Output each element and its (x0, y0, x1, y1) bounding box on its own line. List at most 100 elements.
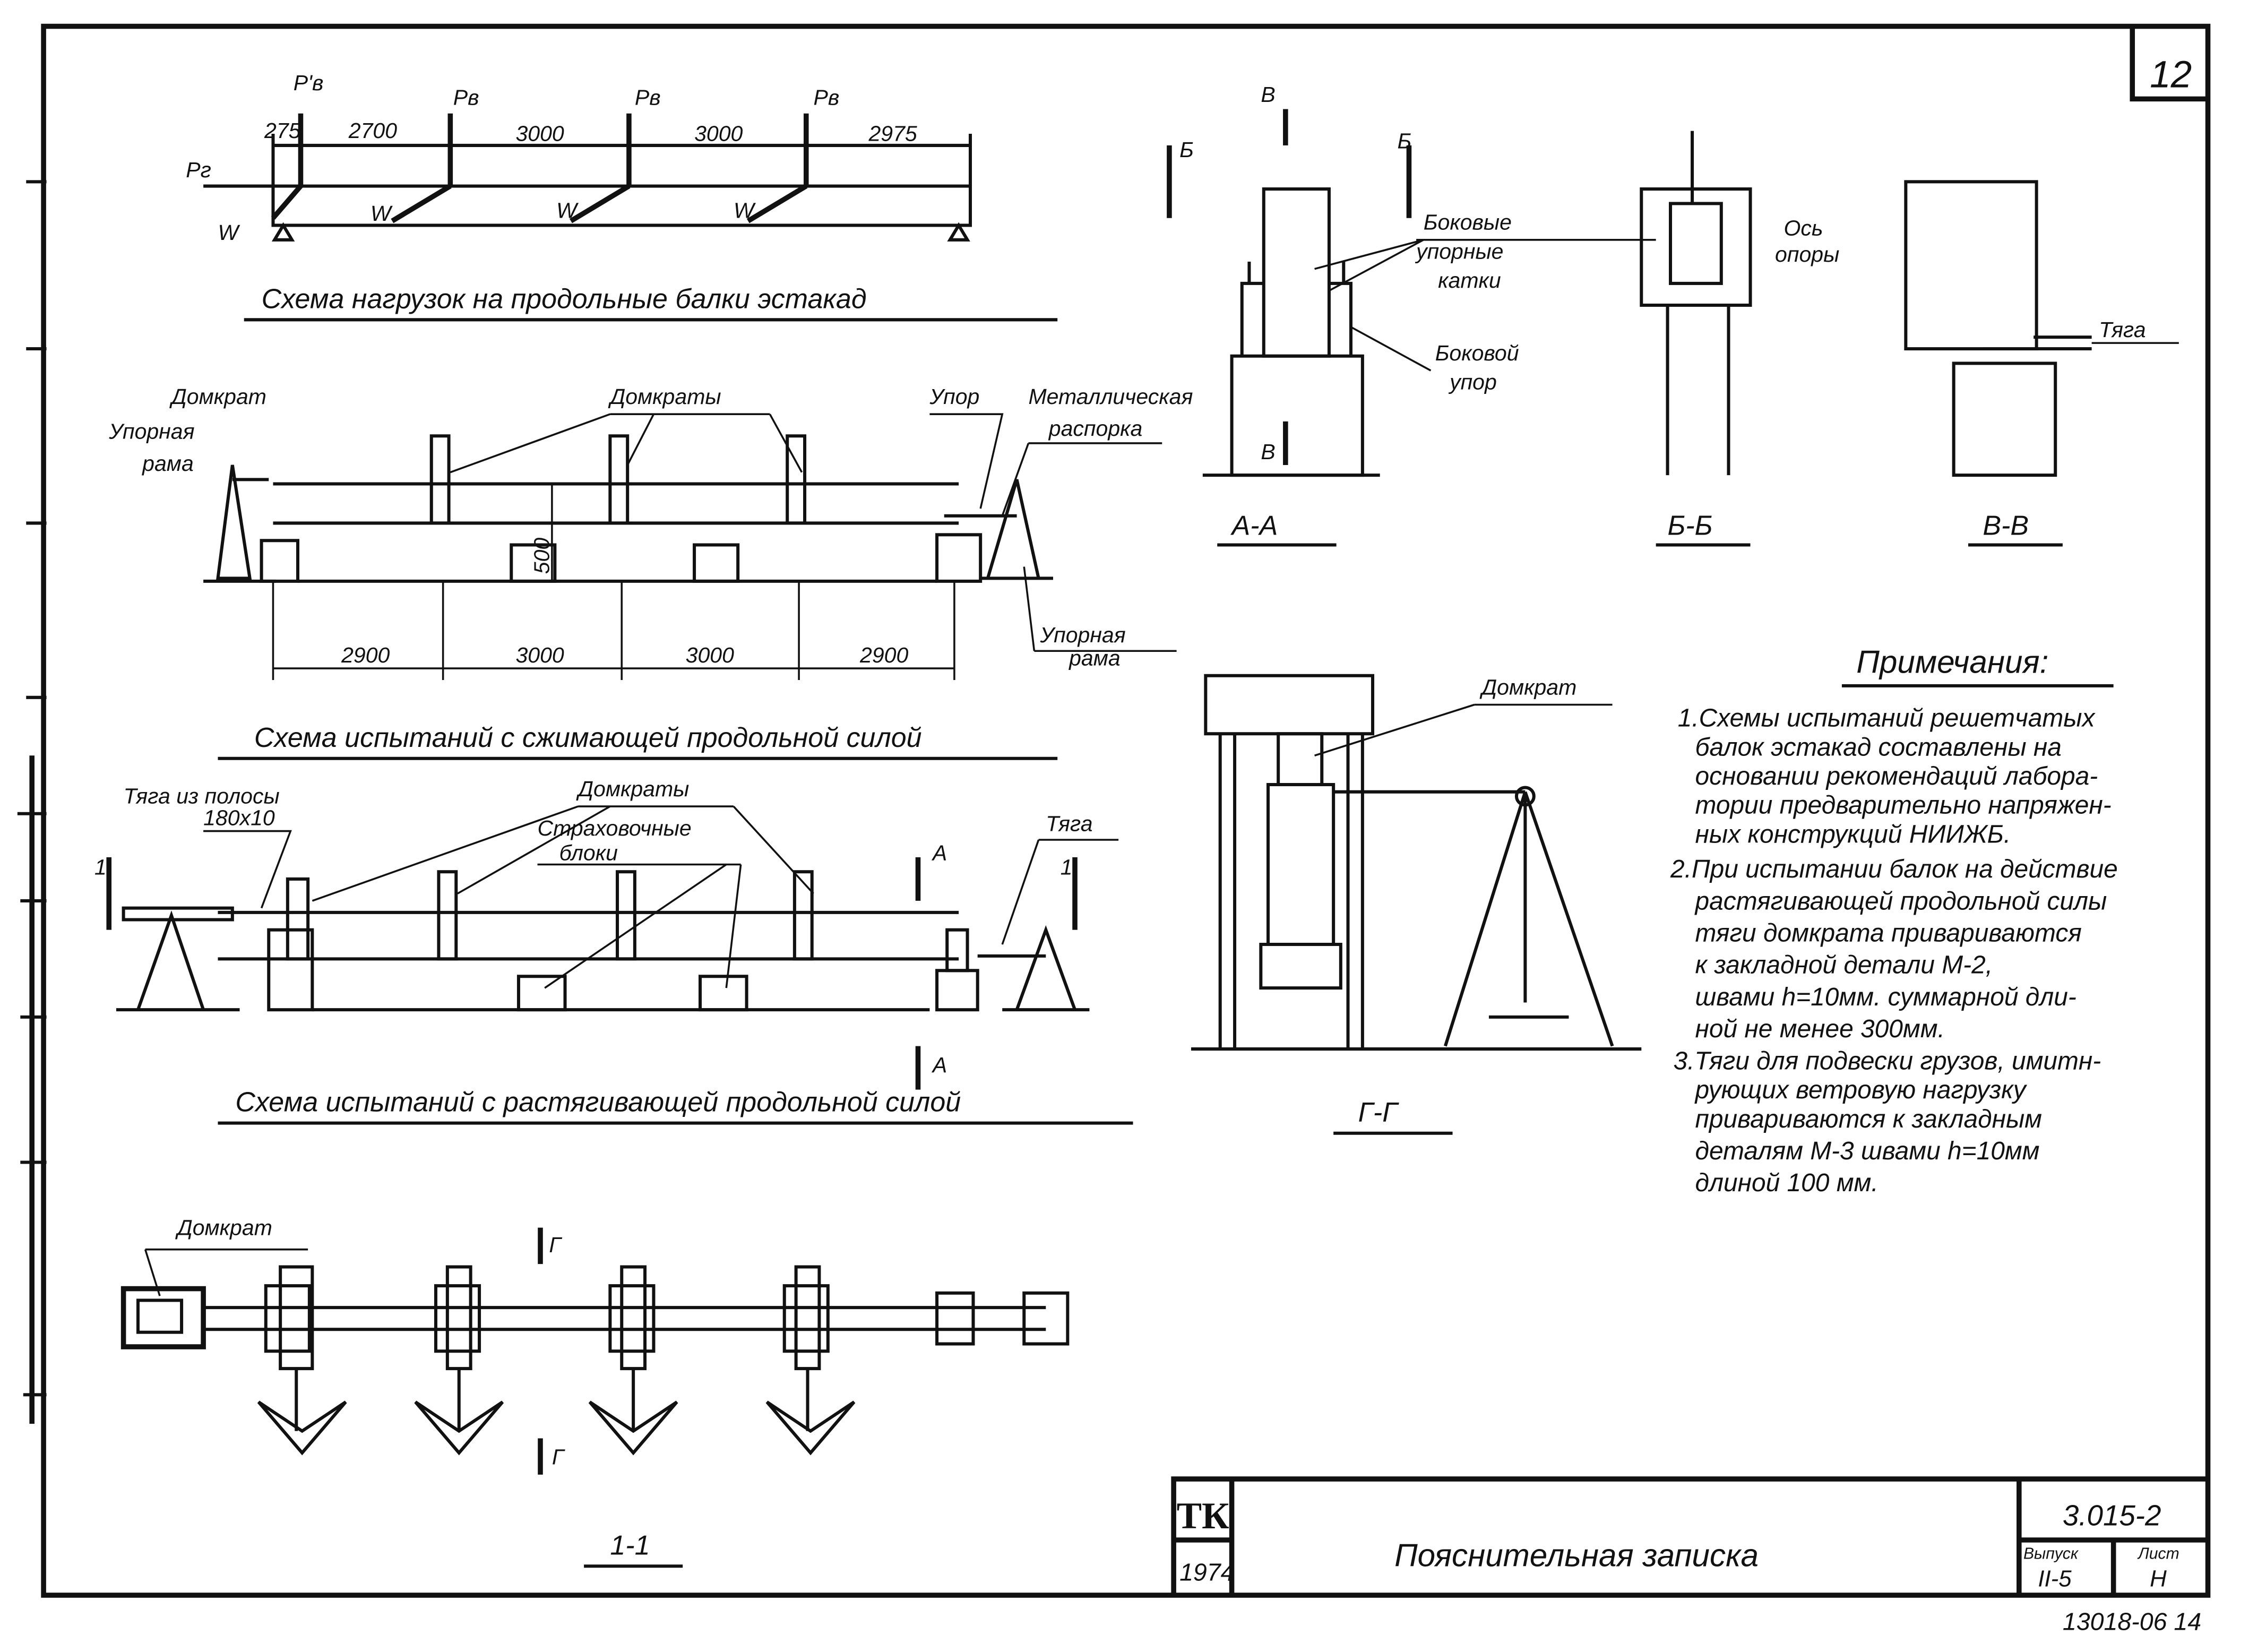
force-pv-1: Pв (453, 85, 479, 109)
dim-4: 3000 (694, 122, 743, 146)
wind-1: W (218, 220, 240, 245)
bb-caption: Б-Б (1668, 510, 1713, 541)
dim-2: 2700 (348, 118, 397, 143)
notes: Примечания: 1.Схемы испытаний решетчатых… (1670, 644, 2118, 1197)
height-dim: 500 (529, 538, 554, 574)
margin-marks (17, 180, 47, 1424)
label-safety-2: блоки (559, 840, 618, 865)
section-g-bottom: Г (552, 1445, 565, 1469)
section-gg: Домкрат Г-Г (1191, 674, 1642, 1135)
plan-1-1: Домкрат Г Г 1-1 (120, 1215, 1070, 1568)
note-line: балок эстакад составлены на (1695, 733, 2062, 761)
load-scheme-caption: Схема нагрузок на продольные балки эстак… (262, 283, 867, 314)
wind-3: W (556, 199, 579, 223)
sheet-label: Лист (2137, 1545, 2179, 1563)
label-safety-1: Страховочные (538, 816, 692, 840)
plan-jack-label: Домкрат (175, 1215, 272, 1240)
dim-3: 3000 (515, 122, 564, 146)
label-stop-frame-right-2: рама (1068, 646, 1121, 670)
label-side-stop-1: Боковой (1435, 341, 1519, 365)
tension-scheme-caption: Схема испытаний с растягивающей продольн… (235, 1087, 961, 1118)
aa-marker-b-right: Б (1398, 128, 1412, 153)
label-strut-1: Металлическая (1028, 384, 1193, 409)
note-line: привариваются к закладным (1695, 1105, 2042, 1133)
force-pv-2: Pв (635, 85, 661, 109)
label-jack: Домкрат (169, 384, 266, 409)
dim-1: 275 (264, 118, 301, 143)
title-block: ТК 1974 Пояснительная записка 3.015-2 Вы… (1171, 1476, 2208, 1636)
compression-scheme: 500 2900 3000 3000 2900 Домкрат Упорная … (108, 384, 1193, 760)
wind-4: W (734, 199, 756, 223)
note-line: основании рекомендаций лабора- (1695, 762, 2098, 790)
note-line: растягивающей продольной силы (1694, 887, 2107, 915)
label-rod-vv: Тяга (2099, 317, 2146, 342)
label-rod-strip-2: 180х10 (203, 806, 275, 830)
label-rollers-3: катки (1438, 268, 1501, 292)
aa-marker-v-top: В (1261, 82, 1275, 107)
note-line: длиной 100 мм. (1695, 1169, 1879, 1197)
section-g-top: Г (549, 1233, 562, 1257)
label-jacks-tension: Домкраты (576, 777, 689, 801)
note-line: 3.Тяги для подвески грузов, имитн- (1673, 1047, 2101, 1075)
year: 1974 (1179, 1559, 1234, 1586)
section-1-right: 1 (1061, 855, 1073, 880)
org-logo: ТК (1177, 1495, 1229, 1537)
label-rod-strip-1: Тяга из полосы (124, 784, 280, 808)
note-line: 2.При испытании балок на действие (1670, 855, 2118, 883)
label-stop-frame-right-1: Упорная (1039, 623, 1125, 647)
label-side-stop-2: упор (1448, 370, 1497, 394)
label-axis-2: опоры (1775, 242, 1839, 266)
gg-caption: Г-Г (1358, 1097, 1400, 1128)
label-stop-frame-2: рама (141, 451, 194, 476)
note-line: рующих ветровую нагрузку (1694, 1076, 2028, 1104)
note-line: деталям М-3 швами h=10мм (1695, 1137, 2040, 1165)
note-line: тяги домкрата привариваются (1695, 919, 2082, 948)
label-axis-1: Ось (1783, 216, 1823, 240)
sheet-number-box: 12 (2130, 26, 2208, 102)
note-line: к закладной детали М-2, (1695, 951, 1993, 979)
section-bb: Ось опоры Б-Б (1640, 131, 1839, 547)
compression-scheme-caption: Схема испытаний с сжимающей продольной с… (254, 722, 922, 753)
aa-caption: А-А (1230, 510, 1278, 541)
dim-3000-2: 3000 (686, 643, 734, 667)
note-line: 1.Схемы испытаний решетчатых (1678, 704, 2096, 733)
notes-title: Примечания: (1856, 644, 2048, 679)
section-1-left: 1 (94, 855, 107, 880)
label-strut-2: распорка (1048, 416, 1143, 441)
aa-marker-b-left: Б (1179, 137, 1194, 162)
sheet-border (41, 23, 2211, 1598)
section-aa: Б Б В В Боковые упорные катки Боковой уп… (1167, 82, 1656, 547)
sheet-number: 12 (2150, 54, 2192, 96)
dim-5: 2975 (868, 122, 917, 146)
label-gg-jack: Домкрат (1479, 675, 1576, 699)
label-rollers-2: упорные (1415, 239, 1503, 263)
dim-2900-right: 2900 (859, 643, 908, 667)
tension-scheme: Тяга из полосы 180х10 Домкраты Страховоч… (94, 777, 1133, 1125)
force-pv-3: Pв (813, 85, 839, 109)
label-jacks: Домкраты (608, 384, 721, 409)
issue-label: Выпуск (2023, 1545, 2079, 1563)
note-line: ных конструкций НИИЖБ. (1695, 820, 2011, 848)
label-stop: Упор (929, 384, 979, 409)
dim-3000-1: 3000 (515, 643, 564, 667)
aa-marker-v-bottom: В (1261, 440, 1275, 464)
wind-2: W (371, 201, 393, 226)
issue-value: II-5 (2038, 1566, 2072, 1592)
section-vv: Тяга В-В (1904, 180, 2179, 547)
force-pv-prime: P'в (294, 71, 324, 95)
dim-2900-left: 2900 (341, 643, 390, 667)
note-line: тории предварительно напряжен- (1695, 791, 2112, 820)
document-title: Пояснительная записка (1394, 1537, 1759, 1573)
section-a-bottom: А (931, 1053, 947, 1077)
note-line: ной не менее 300мм. (1695, 1015, 1945, 1043)
label-stop-frame-1: Упорная (108, 419, 194, 444)
load-scheme: P'в Pв Pв Pв Pг W W W W 275 2700 3000 30… (186, 71, 1058, 322)
document-code: 3.015-2 (2063, 1499, 2161, 1532)
force-pg: Pг (186, 158, 211, 182)
label-rollers-1: Боковые (1424, 210, 1512, 235)
sheet-value: Н (2150, 1566, 2167, 1592)
label-rod: Тяга (1046, 812, 1092, 836)
section-a-top: А (931, 840, 947, 865)
vv-caption: В-В (1983, 510, 2029, 541)
